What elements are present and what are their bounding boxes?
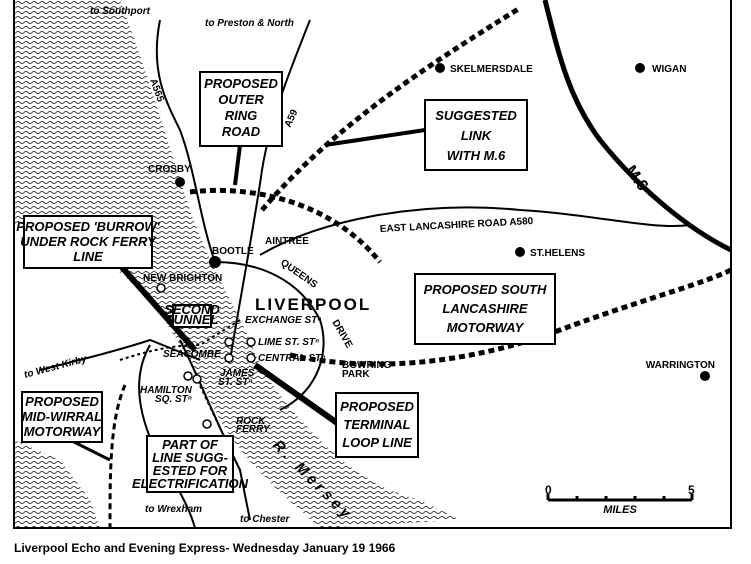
label-ferry: FERRY xyxy=(236,424,271,435)
caption: Liverpool Echo and Evening Express- Wedn… xyxy=(14,541,396,555)
callout-south-lancs: PROPOSED SOUTH LANCASHIRE MOTORWAY xyxy=(414,273,556,345)
station-circles xyxy=(156,283,256,429)
label-skelmersdale: SKELMERSDALE xyxy=(450,64,533,75)
svg-text:LANCASHIRE: LANCASHIRE xyxy=(442,301,528,316)
callout-electrification: PART OF LINE SUGG- ESTED FOR ELECTRIFICA… xyxy=(132,435,249,493)
label-wigan: WIGAN xyxy=(652,64,686,75)
svg-text:PART OF: PART OF xyxy=(162,437,219,452)
callout-second-tunnel: SECOND TUNNEL xyxy=(164,302,220,328)
label-james: JAMES xyxy=(220,368,255,379)
m6-motorway xyxy=(542,0,733,253)
svg-text:LINE: LINE xyxy=(73,249,103,264)
svg-text:0: 0 xyxy=(545,483,552,497)
svg-text:RING: RING xyxy=(225,108,258,123)
svg-text:TUNNEL: TUNNEL xyxy=(166,312,219,327)
svg-text:PROPOSED: PROPOSED xyxy=(25,394,99,409)
svg-text:SUGGESTED: SUGGESTED xyxy=(435,108,517,123)
label-chester: to Chester xyxy=(240,514,291,525)
callout-terminal-loop: PROPOSED TERMINAL LOOP LINE xyxy=(335,392,419,458)
label-rock: ROCK xyxy=(236,416,266,427)
map-frame xyxy=(13,0,732,529)
svg-text:LINE SUGG-: LINE SUGG- xyxy=(152,450,228,465)
label-east-lancs-road: EAST LANCASHIRE ROAD A580 xyxy=(380,216,534,235)
svg-text:SECOND: SECOND xyxy=(164,302,220,317)
callout-mid-wirral: PROPOSED MID-WIRRAL MOTORWAY xyxy=(21,391,103,443)
label-drive: DRIVE xyxy=(329,318,354,350)
svg-text:MILES: MILES xyxy=(603,504,637,516)
roads xyxy=(39,19,691,529)
callout-outer-ring-road: PROPOSED OUTER RING ROAD xyxy=(199,71,283,147)
svg-text:PROPOSED: PROPOSED xyxy=(340,399,414,414)
label-seacombe: SEACOMBE xyxy=(163,349,221,360)
sea-area xyxy=(14,0,460,528)
label-crosby: CROSBY xyxy=(148,164,191,175)
sea-area-lower xyxy=(14,440,100,528)
proposed-roads xyxy=(108,5,733,529)
scale-bar: 0 5 MILES xyxy=(545,483,695,516)
label-lime-st: LIME ST. STⁿ xyxy=(258,337,319,348)
svg-text:LINK: LINK xyxy=(461,128,493,143)
label-james-st: ST. STⁿ xyxy=(218,377,252,388)
svg-text:ELECTRIFICATION: ELECTRIFICATION xyxy=(132,476,249,491)
label-aintree: AINTREE xyxy=(265,236,309,247)
label-central: CENTRAL STⁿ xyxy=(258,353,325,364)
map: to Southport to Preston & North A565 A59… xyxy=(13,0,733,529)
rail-lines xyxy=(119,319,241,471)
svg-text:ROAD: ROAD xyxy=(222,124,261,139)
label-hamilton: HAMILTON xyxy=(140,385,193,396)
label-bootle: BOOTLE xyxy=(212,246,254,257)
label-west-kirby: to West Kirby xyxy=(23,354,88,381)
label-bowring: BOWRING xyxy=(342,360,392,371)
label-liverpool: LIVERPOOL xyxy=(255,295,371,314)
svg-text:UNDER ROCK FERRY: UNDER ROCK FERRY xyxy=(20,234,157,249)
label-exchange: EXCHANGE STⁿ xyxy=(245,315,321,326)
svg-text:MOTORWAY: MOTORWAY xyxy=(24,424,102,439)
svg-text:LOOP LINE: LOOP LINE xyxy=(342,435,412,450)
label-st-helens: ST.HELENS xyxy=(530,248,585,259)
callout-burrow: PROPOSED 'BURROW' UNDER ROCK FERRY LINE xyxy=(16,215,161,269)
svg-text:PROPOSED SOUTH: PROPOSED SOUTH xyxy=(424,282,547,297)
svg-text:WITH M.6: WITH M.6 xyxy=(447,148,506,163)
label-preston: to Preston & North xyxy=(205,18,294,29)
svg-text:TERMINAL: TERMINAL xyxy=(343,417,410,432)
label-southport: to Southport xyxy=(90,6,151,17)
svg-text:PROPOSED: PROPOSED xyxy=(204,76,278,91)
label-new-brighton: NEW BRIGHTON xyxy=(143,273,222,284)
label-queens: QUEENS xyxy=(278,257,319,290)
svg-text:OUTER: OUTER xyxy=(218,92,264,107)
label-park: PARK xyxy=(342,369,370,380)
town-dots xyxy=(175,63,710,381)
callout-link-m6: SUGGESTED LINK WITH M.6 xyxy=(424,99,528,171)
svg-text:MID-WIRRAL: MID-WIRRAL xyxy=(22,409,102,424)
svg-text:PROPOSED 'BURROW': PROPOSED 'BURROW' xyxy=(16,219,160,234)
svg-text:ESTED FOR: ESTED FOR xyxy=(153,463,228,478)
callout-pointers xyxy=(69,128,426,462)
svg-text:5: 5 xyxy=(688,483,695,497)
label-a59: A59 xyxy=(283,108,301,130)
label-warrington: WARRINGTON xyxy=(646,360,715,371)
label-hamilton-sq: SQ. STⁿ xyxy=(155,394,192,405)
svg-text:MOTORWAY: MOTORWAY xyxy=(447,320,525,335)
label-wrexham: to Wrexham xyxy=(145,504,202,515)
